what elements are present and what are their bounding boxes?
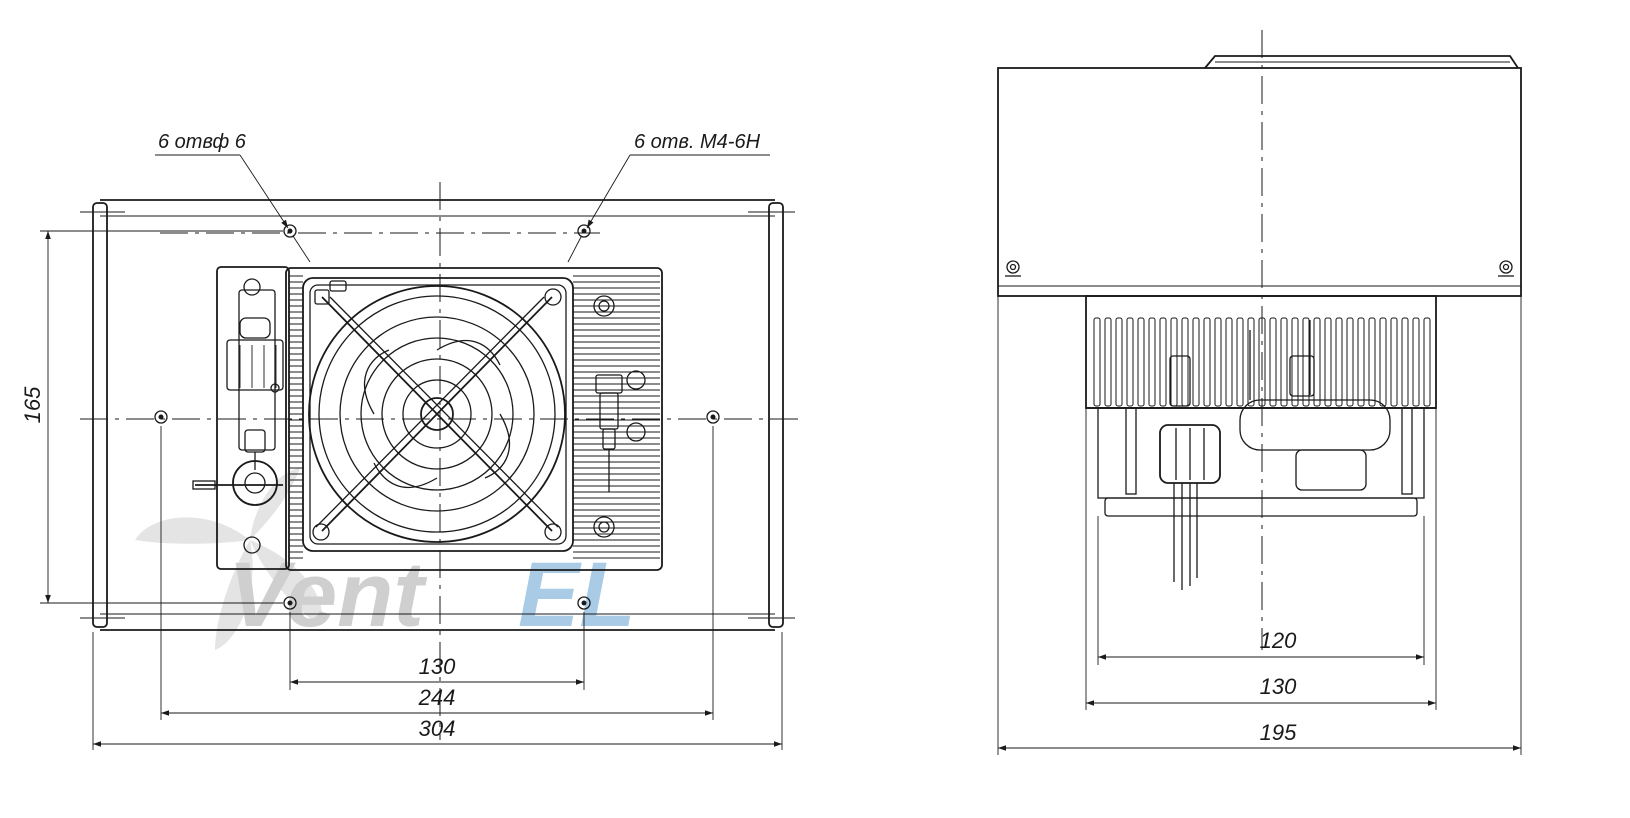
heatsink-fin — [1236, 317, 1244, 407]
heatsink-fin — [1247, 317, 1255, 407]
side-fan-motor — [1169, 320, 1391, 491]
heatsink-fin — [1203, 317, 1211, 407]
heatsink-fin — [1258, 317, 1266, 407]
dimension-244: 244 — [161, 685, 713, 716]
dimension-label: 130 — [419, 654, 456, 679]
heatsink-fin — [1214, 317, 1222, 407]
dimension-130-side: 130 — [1086, 674, 1436, 706]
heatsink-fin — [1137, 317, 1145, 407]
heatsink-fin — [1313, 317, 1321, 407]
dimension-130-front: 130 — [290, 654, 584, 685]
heatsink-fin — [1148, 317, 1156, 407]
ventel-watermark: Vent EL — [135, 468, 636, 650]
mounting-plate-outline — [80, 199, 795, 631]
heatsink-body — [285, 267, 663, 571]
watermark-text-el: EL — [518, 544, 636, 646]
heatsink-fin — [1225, 317, 1233, 407]
heatsink-fin — [1181, 317, 1189, 407]
cable-bracket — [192, 266, 290, 570]
heatsink-fin — [1412, 317, 1420, 407]
heatsink-fin — [1368, 317, 1376, 407]
mounting-hole — [706, 410, 720, 424]
note-holes-right: 6 отв. M4-6H — [567, 131, 770, 263]
dimension-label: 244 — [418, 685, 456, 710]
fan-assembly — [302, 277, 574, 552]
side-housing — [997, 55, 1522, 297]
watermark-text-vent: Vent — [228, 544, 427, 646]
note-text: 6 отвф 6 — [158, 131, 247, 153]
heatsink-fin — [1115, 317, 1123, 407]
dimension-label: 195 — [1260, 720, 1297, 745]
heatsink-fin — [1170, 317, 1178, 407]
dimension-304: 304 — [93, 716, 782, 747]
heatsink-fin — [1357, 317, 1365, 407]
heatsink-fin — [1379, 317, 1387, 407]
extension-lines — [40, 230, 783, 750]
side-cable-gland — [1159, 424, 1221, 590]
heatsink-fin — [1280, 317, 1288, 407]
mounting-holes — [154, 224, 720, 610]
note-holes-left: 6 отвф 6 — [155, 131, 311, 263]
heatsink-fin — [1324, 317, 1332, 407]
front-centerlines — [80, 182, 800, 740]
side-extension-lines — [997, 296, 1522, 755]
heatsink-fin — [1291, 317, 1299, 407]
heatsink-fin — [1126, 317, 1134, 407]
heatsink-fin — [1335, 317, 1343, 407]
heatsink-fin — [1346, 317, 1354, 407]
heatsink-fin — [1269, 317, 1277, 407]
mounting-hole — [577, 596, 591, 610]
heatsink-fin — [1302, 317, 1310, 407]
heatsink-fin — [1093, 317, 1101, 407]
heatsink-fin — [1401, 317, 1409, 407]
heatsink-fin — [1104, 317, 1112, 407]
front-view: 130 244 304 165 6 отвф 6 6 отв. M4-6H — [20, 131, 800, 750]
heatsink-fins — [289, 275, 660, 559]
heatsink-fin — [1423, 317, 1431, 407]
heatsink-fin — [1192, 317, 1200, 407]
connector-terminal — [243, 278, 646, 554]
dimension-195: 195 — [998, 720, 1521, 751]
mounting-hole — [577, 224, 591, 238]
heatsink-fin — [1159, 317, 1167, 407]
side-view: 120 130 195 — [997, 30, 1522, 755]
dimension-label: 165 — [20, 386, 45, 423]
heatsink-fin — [1390, 317, 1398, 407]
mounting-hole — [283, 596, 297, 610]
note-text: 6 отв. M4-6H — [634, 131, 761, 153]
dimension-165: 165 — [20, 231, 51, 603]
mounting-hole — [283, 224, 297, 238]
dimension-label: 130 — [1260, 674, 1297, 699]
dimension-label: 304 — [419, 716, 456, 741]
mounting-hole — [154, 410, 168, 424]
watermark-fan-logo — [135, 468, 322, 650]
dimension-label: 120 — [1260, 628, 1297, 653]
dimension-120: 120 — [1098, 628, 1424, 660]
